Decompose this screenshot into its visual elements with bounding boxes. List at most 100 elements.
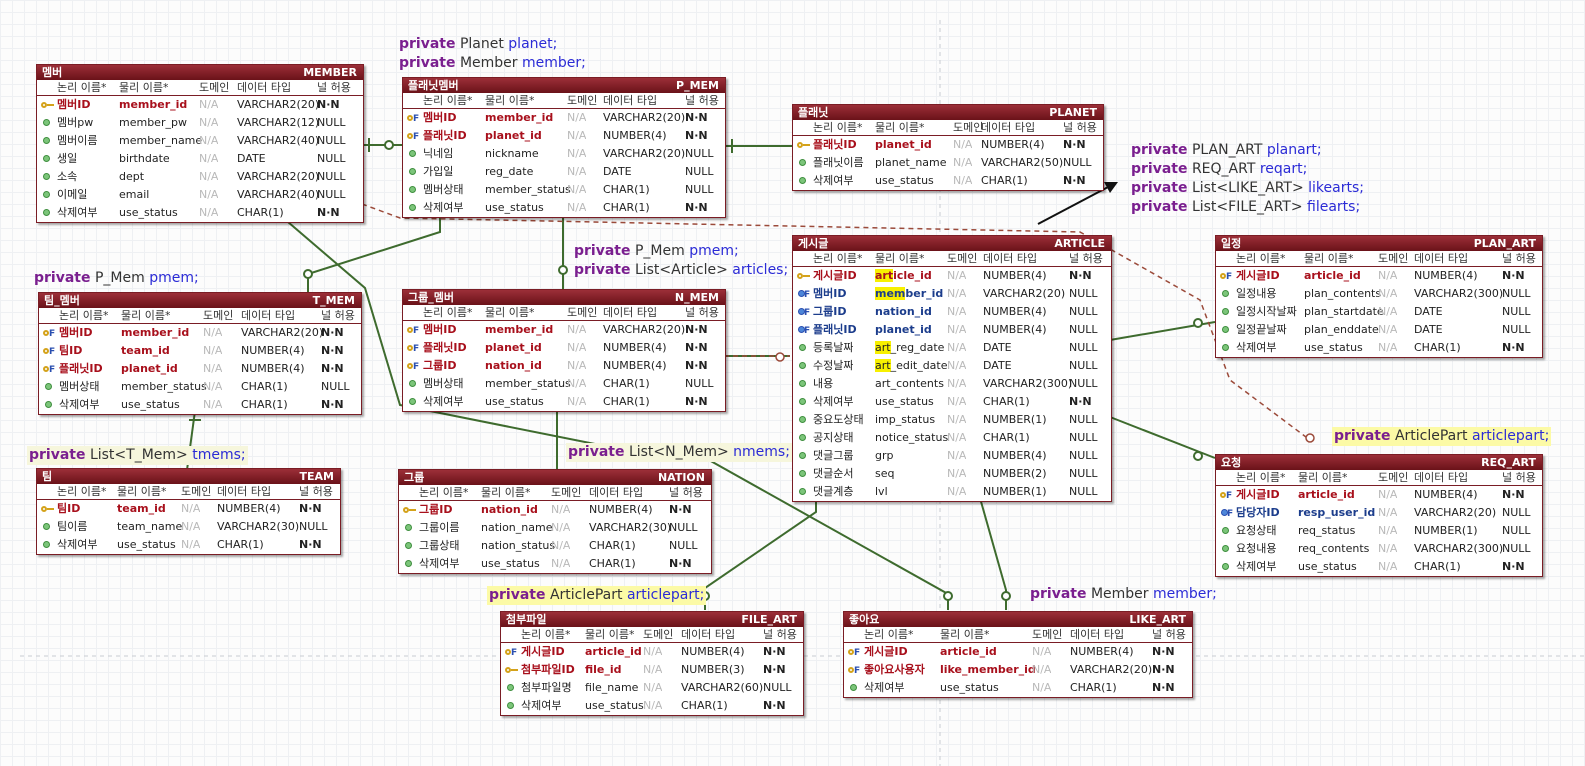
attribute-domain: N/A (947, 449, 967, 462)
attribute-null: N·N (1502, 488, 1525, 501)
attribute-physical: use_status (117, 538, 176, 551)
attribute-type: VARCHAR2(12) (237, 116, 320, 129)
column-header-physical: 물리 이름* (485, 306, 535, 319)
attribute-physical: plan_enddate (1304, 323, 1379, 336)
attribute-domain: N/A (1378, 542, 1398, 555)
primary-foreign-key-icon (43, 343, 55, 361)
attribute-physical: email (119, 188, 150, 201)
attribute-logical: 일정내용 (1236, 287, 1277, 300)
attribute-physical: use_status (875, 395, 934, 408)
attribute-type: VARCHAR2(50) (981, 156, 1064, 169)
attribute-physical: imp_status (875, 413, 936, 426)
attribute-type: CHAR(1) (603, 395, 650, 408)
attribute-physical: use_status (1304, 341, 1363, 354)
attribute-type: CHAR(1) (241, 380, 288, 393)
annotation-variable: pmem; (149, 270, 199, 286)
code-annotation-ann_member_like: private Member member; (1030, 585, 1217, 604)
annotation-line: private List<N_Mem> nmems; (568, 443, 790, 462)
attribute-null: NULL (317, 170, 346, 183)
code-annotation-ann_planet: private Planet planet;private Member mem… (399, 35, 586, 73)
attribute-logical: 멤버ID (423, 323, 457, 336)
attribute-logical: 멤버상태 (423, 377, 464, 390)
attribute-icon (43, 382, 55, 392)
entity-table-name: FILE_ART (741, 613, 797, 626)
